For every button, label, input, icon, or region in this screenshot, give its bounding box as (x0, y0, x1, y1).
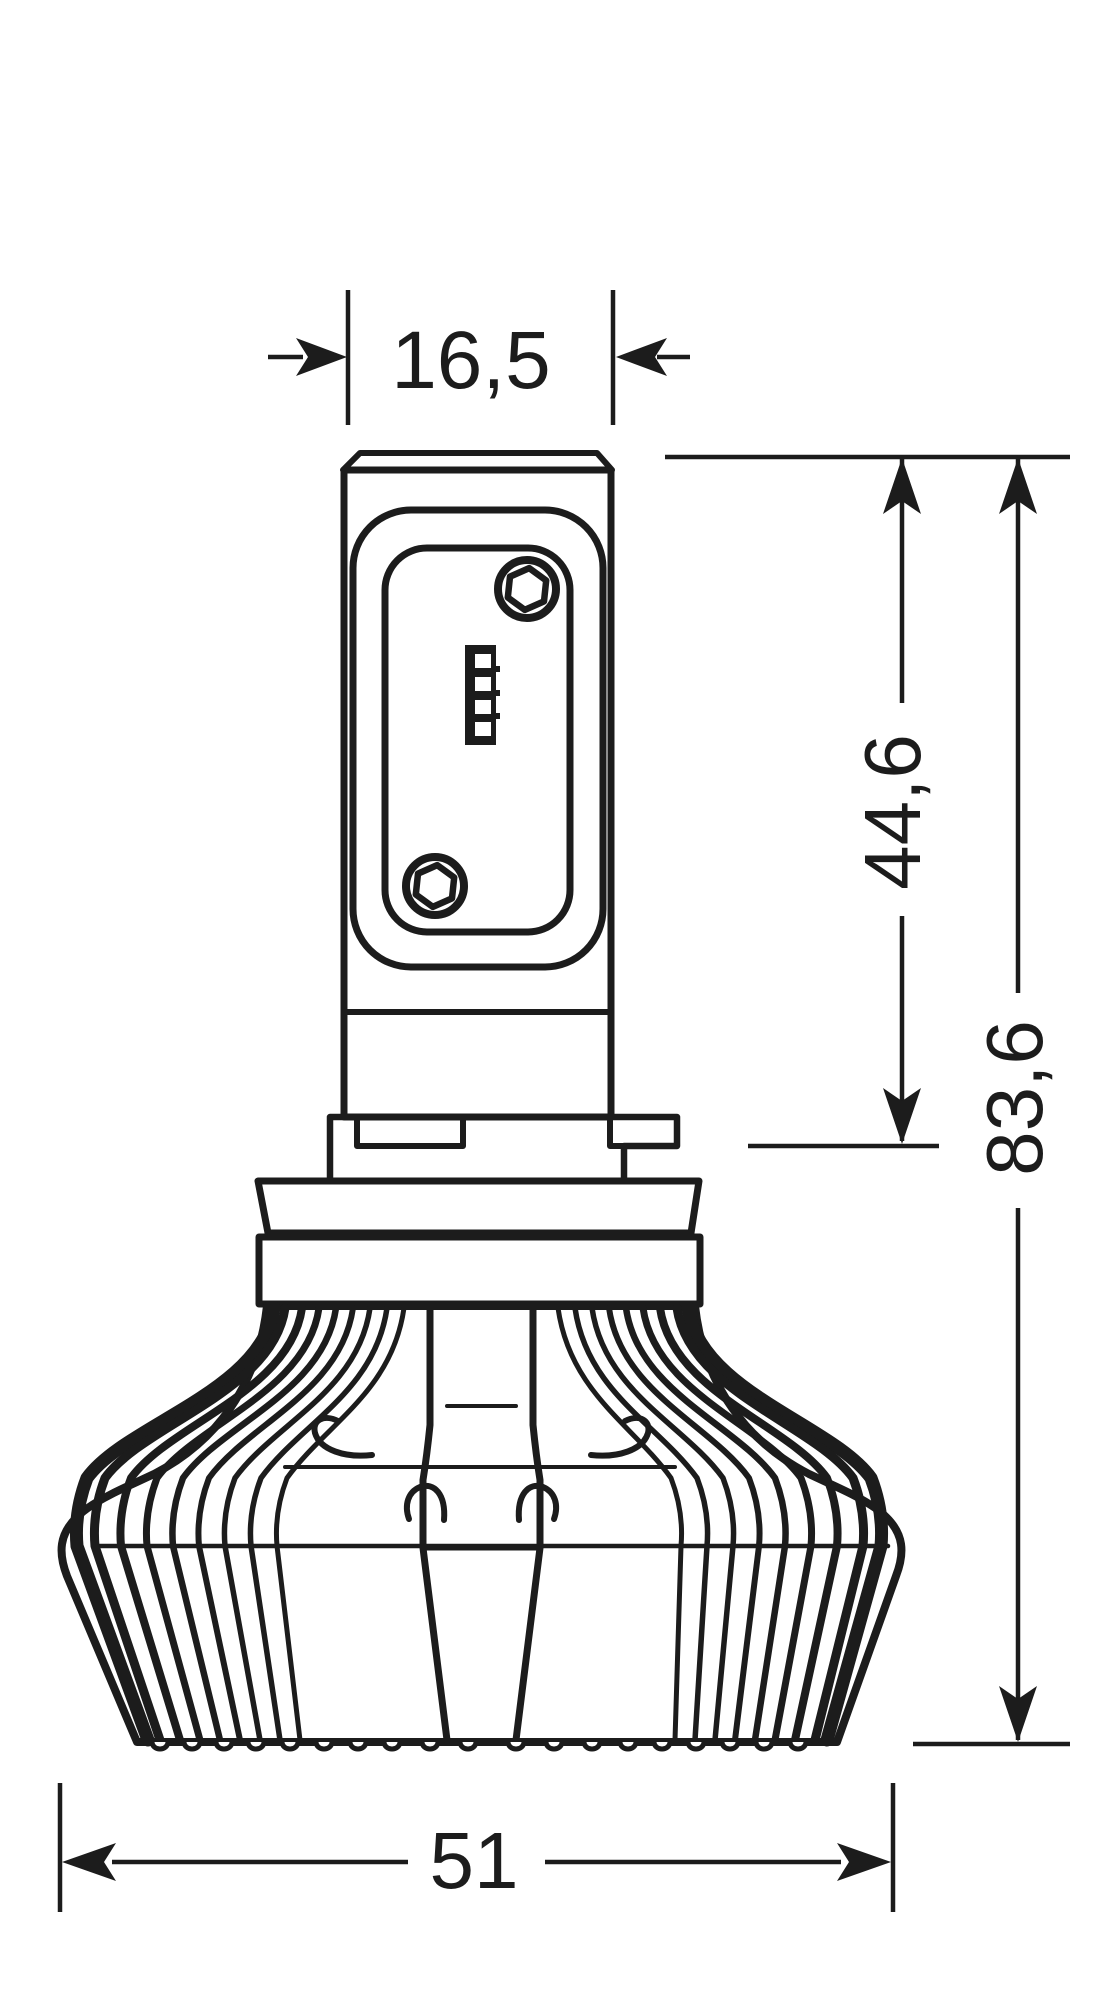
hex-screw-top-icon (494, 556, 560, 622)
heat-sink-fin-tips (149, 1741, 809, 1752)
heat-sink (57, 1301, 906, 1752)
dimension-top-width: 16,5 (268, 290, 690, 425)
fin-tip (753, 1741, 775, 1752)
dimension-label-total-height: 83,6 (970, 1020, 1059, 1176)
arrowhead-right-pointing-icon (296, 338, 347, 376)
fin-line (639, 1304, 816, 1744)
front-face-inner (381, 544, 574, 936)
arrowhead-up-icon (883, 458, 921, 514)
fin-tip (685, 1741, 707, 1752)
mounting-flange (254, 1177, 703, 1237)
fin-tip (719, 1741, 741, 1752)
fin-hook-upper-left (311, 1415, 375, 1459)
fin-line (555, 1305, 685, 1743)
fin-line (656, 1304, 842, 1744)
connector-pin (475, 654, 491, 668)
fin-tip (181, 1741, 203, 1752)
connector-nub (496, 713, 500, 719)
fin-line (69, 1301, 281, 1747)
fin-tip (419, 1741, 441, 1752)
base-key-plate (326, 1113, 681, 1185)
arrowhead-left-pointing-icon (616, 338, 667, 376)
fin-line (589, 1305, 737, 1743)
fin-tip (505, 1741, 527, 1752)
fin-tip (787, 1741, 809, 1752)
fin-line (89, 1303, 290, 1745)
fin-line (273, 1305, 407, 1743)
fin-tip (149, 1741, 171, 1752)
fin-hook-upper-right (588, 1415, 652, 1459)
fin-tip (651, 1741, 673, 1752)
fin-tip (581, 1741, 603, 1752)
dimension-base-width: 51 (57, 1783, 896, 1912)
center-column-left-edge (419, 1304, 451, 1744)
fin-hook-mid-right (515, 1482, 560, 1523)
front-face-outer (349, 506, 607, 971)
fin-line (247, 1305, 390, 1743)
fin-tip (617, 1741, 639, 1752)
fin-line (681, 1301, 889, 1747)
fin-line (221, 1305, 373, 1743)
fin-hook-mid-left (403, 1482, 448, 1523)
fin-tip (279, 1741, 301, 1752)
fin-line (572, 1305, 711, 1743)
dimension-label-upper-height: 44,6 (848, 734, 937, 890)
fin-line (672, 1303, 869, 1745)
fin-tip (213, 1741, 235, 1752)
fin-line (195, 1305, 356, 1743)
dimension-label-base-width: 51 (430, 1816, 519, 1905)
arrowhead-down-icon (883, 1088, 921, 1144)
fin-line (622, 1304, 789, 1744)
heat-sink-fins (69, 1301, 889, 1747)
center-column-right-edge (512, 1304, 544, 1744)
dimension-label-top-width: 16,5 (391, 315, 551, 406)
fin-line (116, 1304, 306, 1744)
connector-pin (475, 722, 491, 736)
collar-ring (255, 1233, 704, 1308)
arrowhead-up-icon (999, 458, 1037, 514)
fin-tip (457, 1741, 479, 1752)
arrowhead-left-pointing-icon (62, 1843, 116, 1881)
fin-tip (381, 1741, 403, 1752)
connector-nub (496, 666, 500, 672)
connector-pin (475, 677, 491, 691)
dimension-total-height: 83,6 (913, 458, 1070, 1747)
connector-port (465, 645, 500, 745)
fin-line (606, 1305, 763, 1743)
arrowhead-right-pointing-icon (837, 1843, 891, 1881)
dimension-upper-height: 44,6 (748, 458, 939, 1149)
hex-screw-bottom-icon (402, 853, 468, 919)
arrowhead-down-icon (999, 1686, 1037, 1742)
bulb-drawing (57, 450, 906, 1752)
fin-line (169, 1304, 340, 1744)
fin-tip (313, 1741, 335, 1752)
heat-sink-silhouette (57, 1302, 906, 1746)
connector-pin (475, 700, 491, 714)
key-tab-left (354, 1114, 466, 1149)
key-tab-right (607, 1114, 680, 1149)
fin-tip (543, 1741, 565, 1752)
connector-nub (496, 690, 500, 696)
fin-line (142, 1304, 323, 1744)
fin-tip (347, 1741, 369, 1752)
fin-tip (245, 1741, 267, 1752)
